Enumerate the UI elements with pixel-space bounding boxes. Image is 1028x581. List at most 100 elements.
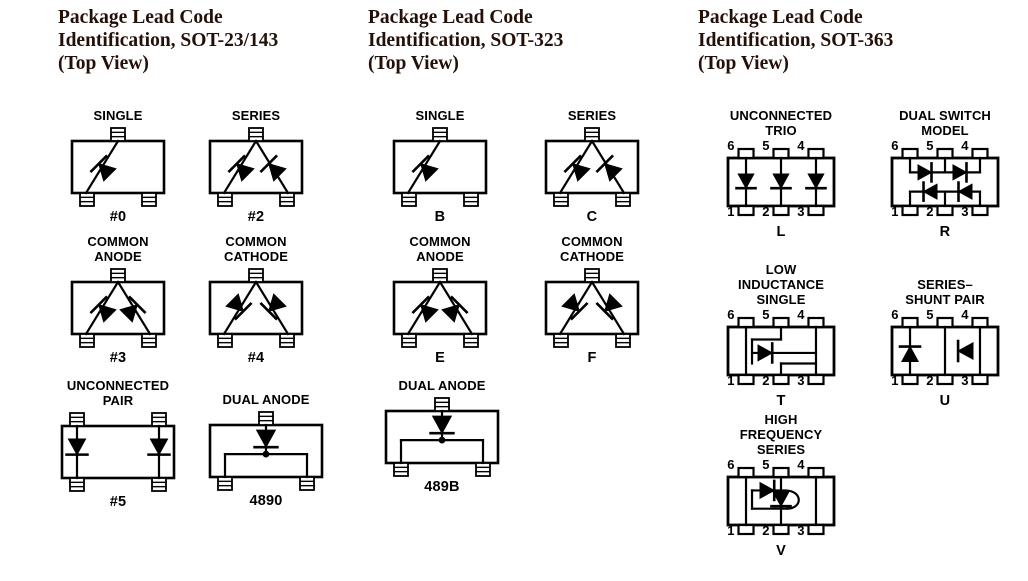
svg-text:2: 2 [926, 204, 933, 219]
cell-caption: COMMON ANODE [87, 234, 149, 264]
lead-code-label: E [435, 350, 445, 366]
column-title: Package Lead Code Identification, SOT-32… [368, 7, 564, 74]
lead-code-label: B [434, 209, 446, 225]
package-schematic-low-ind: 6 1 5 2 4 3 [726, 307, 836, 388]
package-schematic-common-anode [392, 268, 488, 348]
column-sot-23-143: Package Lead Code Identification, SOT-23… [0, 0, 360, 581]
lead-code-label: F [587, 350, 597, 366]
package-schematic-dual-anode [208, 411, 324, 491]
cell-caption: UNCONNECTED PAIR [66, 378, 170, 408]
lead-code-label: 489B [424, 479, 460, 495]
lead-code-cell-3: COMMON ANODE #3 [58, 234, 178, 366]
svg-text:4: 4 [797, 307, 805, 322]
svg-text:6: 6 [727, 138, 734, 153]
svg-text:2: 2 [762, 523, 769, 538]
lead-code-label: #4 [247, 350, 265, 366]
package-schematic-series-shunt: 6 1 5 2 4 3 [890, 307, 1000, 388]
lead-code-label: #3 [109, 350, 127, 366]
svg-text:3: 3 [797, 373, 804, 388]
svg-text:1: 1 [891, 373, 898, 388]
svg-text:2: 2 [762, 373, 769, 388]
svg-text:6: 6 [727, 457, 734, 472]
cell-caption: DUAL SWITCH MODEL [899, 108, 991, 138]
svg-text:6: 6 [891, 138, 898, 153]
cell-caption: DUAL ANODE [398, 378, 486, 393]
cell-caption: SERIES [567, 108, 617, 123]
package-schematic-common-anode [70, 268, 166, 348]
lead-code-label: #0 [109, 209, 127, 225]
svg-text:1: 1 [891, 204, 898, 219]
cell-caption: COMMON CATHODE [223, 234, 288, 264]
svg-text:1: 1 [727, 523, 734, 538]
svg-text:4: 4 [961, 307, 969, 322]
column-title: Package Lead Code Identification, SOT-23… [58, 7, 279, 74]
package-schematic-unconnected-pair [60, 412, 176, 492]
package-schematic-series [208, 127, 304, 207]
lead-code-label: R [939, 224, 951, 240]
lead-code-cell-e: COMMON ANODE E [380, 234, 500, 366]
lead-code-cell-b: SINGLE B [380, 108, 500, 225]
svg-text:4: 4 [797, 457, 805, 472]
lead-code-label: C [586, 209, 598, 225]
column-sot-323: Package Lead Code Identification, SOT-32… [360, 0, 690, 581]
column-sot-363: Package Lead Code Identification, SOT-36… [690, 0, 1028, 581]
package-schematic-series [544, 127, 640, 207]
svg-text:3: 3 [961, 204, 968, 219]
cell-caption: COMMON CATHODE [559, 234, 624, 264]
svg-text:3: 3 [797, 523, 804, 538]
cell-caption: COMMON ANODE [409, 234, 471, 264]
svg-text:4: 4 [961, 138, 969, 153]
lead-code-cell-4: COMMON CATHODE #4 [196, 234, 316, 366]
svg-text:4: 4 [797, 138, 805, 153]
svg-text:5: 5 [762, 138, 769, 153]
package-schematic-single [70, 127, 166, 207]
column-title: Package Lead Code Identification, SOT-36… [698, 7, 894, 74]
cell-caption: SINGLE [415, 108, 465, 123]
svg-text:3: 3 [797, 204, 804, 219]
lead-code-label: L [776, 224, 786, 240]
lead-code-label: V [776, 543, 786, 559]
package-schematic-common-cathode [544, 268, 640, 348]
svg-text:5: 5 [926, 307, 933, 322]
package-schematic-dual-anode [384, 397, 500, 477]
lead-code-cell-5: UNCONNECTED PAIR #5 [48, 378, 188, 510]
svg-text:6: 6 [891, 307, 898, 322]
cell-caption: LOW INDUCTANCE SINGLE [738, 262, 824, 307]
svg-text:5: 5 [926, 138, 933, 153]
package-schematic-hf-series: 6 1 5 2 4 3 [726, 457, 836, 538]
lead-code-label: #2 [247, 209, 265, 225]
lead-code-label: 4890 [249, 493, 283, 509]
svg-text:5: 5 [762, 457, 769, 472]
lead-code-cell-2: SERIES #2 [196, 108, 316, 225]
lead-code-label: T [776, 393, 786, 409]
lead-code-cell-c: SERIES C [532, 108, 652, 225]
svg-text:1: 1 [727, 373, 734, 388]
package-schematic-trio: 6 1 5 2 4 3 [726, 138, 836, 219]
lead-code-cell-f: COMMON CATHODE F [532, 234, 652, 366]
package-schematic-dual-switch: 6 1 5 2 4 3 [890, 138, 1000, 219]
cell-caption: SERIES [231, 108, 281, 123]
lead-code-label: U [939, 393, 951, 409]
cell-caption: DUAL ANODE [222, 392, 310, 407]
package-schematic-common-cathode [208, 268, 304, 348]
lead-code-label: #5 [109, 494, 127, 510]
cell-caption: SINGLE [93, 108, 143, 123]
svg-text:5: 5 [762, 307, 769, 322]
svg-text:3: 3 [961, 373, 968, 388]
svg-text:2: 2 [926, 373, 933, 388]
svg-text:2: 2 [762, 204, 769, 219]
svg-text:1: 1 [727, 204, 734, 219]
cell-caption: SERIES– SHUNT PAIR [905, 277, 985, 307]
lead-code-cell-0: SINGLE #0 [58, 108, 178, 225]
lead-code-cell-489b: DUAL ANODE 489B [372, 378, 512, 495]
cell-caption: UNCONNECTED TRIO [729, 108, 833, 138]
package-schematic-single [392, 127, 488, 207]
svg-text:6: 6 [727, 307, 734, 322]
cell-caption: HIGH FREQUENCY SERIES [739, 412, 823, 457]
lead-code-cell-4890: DUAL ANODE 4890 [196, 392, 336, 509]
